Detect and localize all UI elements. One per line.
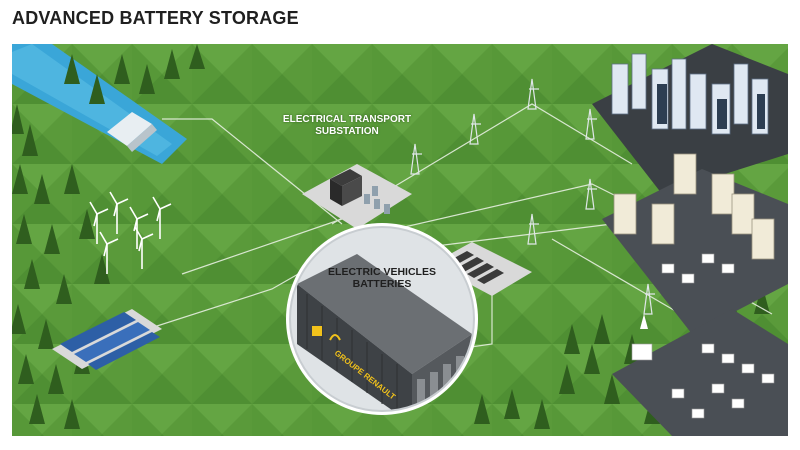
city-skyline <box>592 44 788 194</box>
pylons <box>410 78 655 315</box>
battery-storage-pad <box>432 242 532 296</box>
substation <box>302 164 412 229</box>
battery-magnifier: GROUPE RENAULT <box>286 223 478 415</box>
substation-label: ELECTRICAL TRANSPORT SUBSTATION <box>282 114 412 138</box>
wind-farm <box>89 191 172 274</box>
forest-left <box>10 44 205 429</box>
page-title: ADVANCED BATTERY STORAGE <box>12 8 299 28</box>
ev-batteries-label-line1: ELECTRIC VEHICLES <box>328 266 436 278</box>
ev-batteries-label-line2: BATTERIES <box>352 278 412 290</box>
apartment-district <box>602 153 788 334</box>
substation-label-line1: ELECTRICAL TRANSPORT <box>282 114 412 125</box>
ev-batteries-label: ELECTRIC VEHICLES BATTERIES <box>317 266 447 290</box>
substation-label-line2: SUBSTATION <box>315 126 379 137</box>
energy-landscape-illustration: GROUPE RENAULT ELECTRICAL TRANSPORT SUBS… <box>10 44 788 436</box>
village <box>612 253 788 436</box>
solar-farm <box>52 309 162 370</box>
